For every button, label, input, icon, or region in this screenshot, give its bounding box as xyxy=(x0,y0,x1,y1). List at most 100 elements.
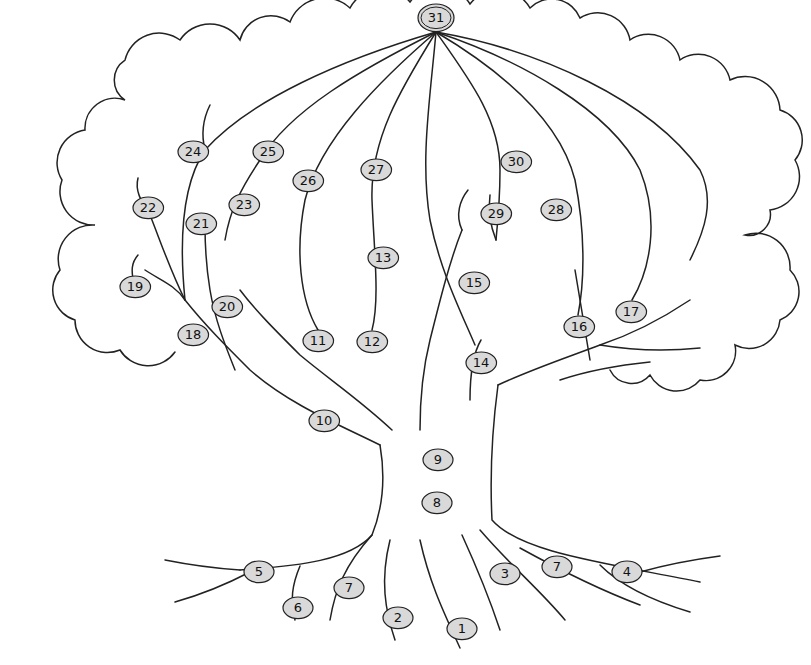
callout-circle: 25 xyxy=(252,140,285,164)
callout-number: 2 xyxy=(382,610,414,626)
trunk-edge xyxy=(491,385,700,582)
callout-circle: 4 xyxy=(611,560,643,584)
root xyxy=(165,560,240,570)
callout-number: 21 xyxy=(185,216,218,232)
callout-ellipse xyxy=(541,199,572,221)
callout-ellipse xyxy=(120,276,151,298)
twig xyxy=(600,345,700,350)
callout-number: 17 xyxy=(615,304,648,320)
callout-circle: 26 xyxy=(292,169,325,193)
callout-ellipse xyxy=(229,194,260,216)
callout-circle: 3 xyxy=(489,562,521,586)
callout-circle: 17 xyxy=(615,300,648,324)
branch xyxy=(436,32,583,315)
callout-circle: 23 xyxy=(228,193,261,217)
root xyxy=(175,572,250,602)
callout-ellipse xyxy=(178,141,209,163)
callout-ellipse xyxy=(293,170,324,192)
branch xyxy=(240,290,392,430)
canopy-outline xyxy=(53,0,803,391)
callout-number: 28 xyxy=(540,202,573,218)
callout-circle: 19 xyxy=(119,275,152,299)
callout-circle: 15 xyxy=(458,271,491,295)
callout-number: 10 xyxy=(308,413,341,429)
twig xyxy=(459,190,468,230)
branch xyxy=(182,32,436,300)
twig xyxy=(203,105,210,150)
callout-circle: 30 xyxy=(500,150,533,174)
callout-ellipse xyxy=(303,330,334,352)
branch xyxy=(498,300,690,385)
callout-number: 12 xyxy=(356,334,389,350)
branch xyxy=(436,32,707,260)
callout-ellipse xyxy=(133,197,164,219)
callout-number: 22 xyxy=(132,200,165,216)
callout-circle: 18 xyxy=(177,323,210,347)
callout-ellipse xyxy=(542,556,572,578)
callout-circle: 20 xyxy=(211,295,244,319)
callout-circle: 27 xyxy=(360,158,393,182)
callout-number: 4 xyxy=(611,564,643,580)
root xyxy=(462,535,500,630)
callout-ellipse xyxy=(361,159,392,181)
callout-ellipse xyxy=(564,316,595,338)
callout-number: 27 xyxy=(360,162,393,178)
callout-ellipse xyxy=(383,607,413,629)
trunk-edge xyxy=(240,445,383,570)
callout-circle: 13 xyxy=(367,246,400,270)
branch xyxy=(145,270,185,300)
callout-ellipse xyxy=(490,563,520,585)
callout-number: 7 xyxy=(541,559,573,575)
callout-ellipse xyxy=(422,492,452,514)
root xyxy=(640,556,720,572)
tree-drawing xyxy=(53,0,803,648)
callout-ellipse xyxy=(212,296,243,318)
callout-ellipse xyxy=(309,410,340,432)
callout-number: 20 xyxy=(211,299,244,315)
callout-circle: 14 xyxy=(465,351,498,375)
callout-ellipse xyxy=(178,324,209,346)
callout-number: 9 xyxy=(422,452,454,468)
callout-ellipse xyxy=(244,561,274,583)
callout-number: 5 xyxy=(243,564,275,580)
callout-number: 24 xyxy=(177,144,210,160)
callout-number: 19 xyxy=(119,279,152,295)
branch xyxy=(560,362,650,380)
callout-number: 1 xyxy=(446,621,478,637)
callout-ellipse xyxy=(283,597,313,619)
callout-ellipse xyxy=(368,247,399,269)
callout-number: 29 xyxy=(480,206,513,222)
callout-ellipse xyxy=(481,203,512,225)
branch xyxy=(225,32,436,240)
callout-circle: 2 xyxy=(382,606,414,630)
callout-circle: 12 xyxy=(356,330,389,354)
callout-circle: 7 xyxy=(541,555,573,579)
callout-number: 14 xyxy=(465,355,498,371)
callout-ellipse xyxy=(418,4,454,32)
callout-circle: 24 xyxy=(177,140,210,164)
callout-number: 6 xyxy=(282,600,314,616)
callout-number: 3 xyxy=(489,566,521,582)
callout-number: 11 xyxy=(302,333,335,349)
callout-ellipse xyxy=(253,141,284,163)
callout-number: 25 xyxy=(252,144,285,160)
callout-number: 16 xyxy=(563,319,596,335)
root xyxy=(330,535,372,620)
callout-circle: 7 xyxy=(333,576,365,600)
branch xyxy=(150,215,380,445)
callout-circle: 10 xyxy=(308,409,341,433)
callout-ellipse xyxy=(423,449,453,471)
callout-ellipse xyxy=(334,577,364,599)
callout-circle: 28 xyxy=(540,198,573,222)
callout-ellipse xyxy=(186,213,217,235)
callout-number: 30 xyxy=(500,154,533,170)
callout-circle: 8 xyxy=(421,491,453,515)
callout-ellipse xyxy=(616,301,647,323)
callout-number: 7 xyxy=(333,580,365,596)
callout-circle: 9 xyxy=(422,448,454,472)
callout-number: 8 xyxy=(421,495,453,511)
callout-circle: 11 xyxy=(302,329,335,353)
callout-circle: 21 xyxy=(185,212,218,236)
